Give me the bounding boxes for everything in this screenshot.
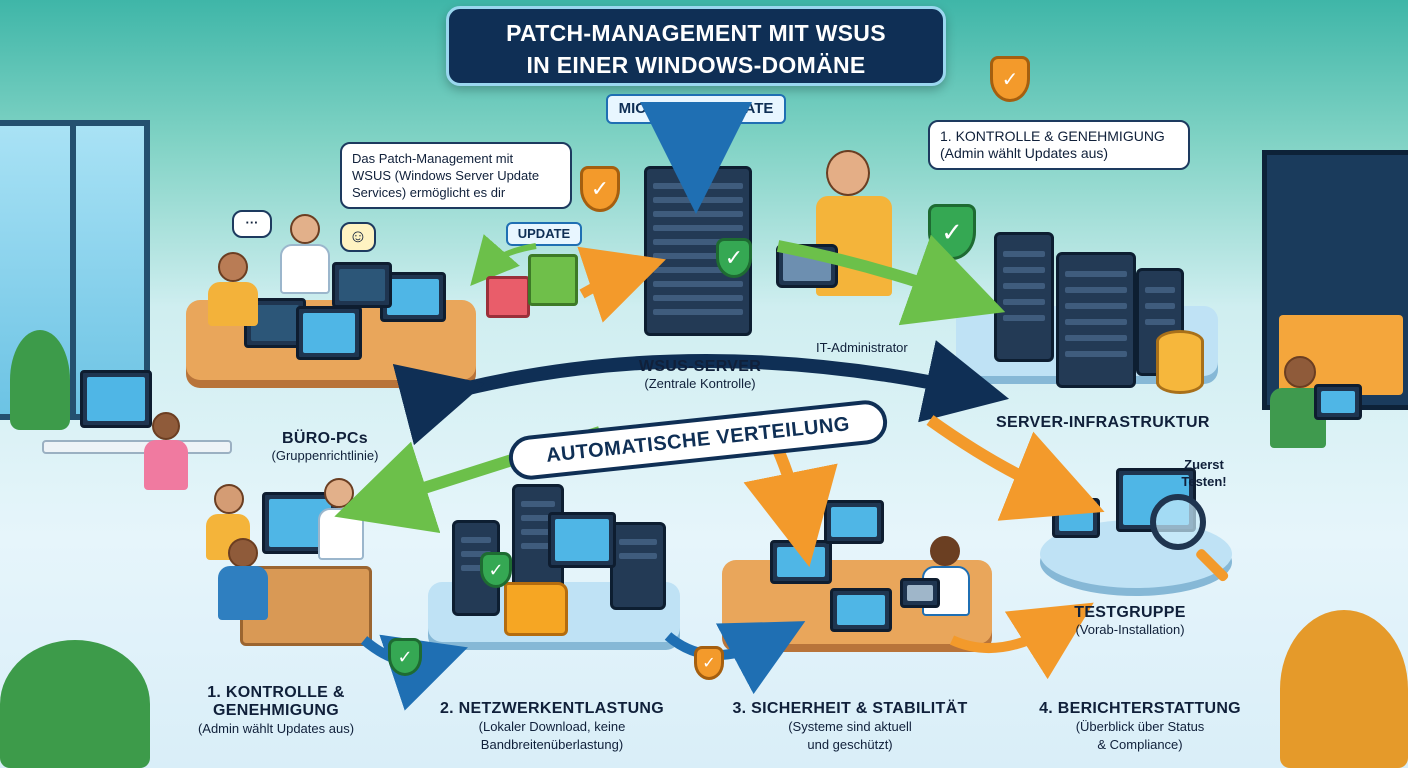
office-worker-1-avatar xyxy=(218,252,248,282)
network-monitor xyxy=(548,512,616,568)
distribution-arc xyxy=(392,340,1010,446)
server-infra-rack-2 xyxy=(1056,252,1136,388)
laptop-technician-avatar xyxy=(930,536,960,566)
benefit-4-title: 4. BERICHTERSTATTUNG xyxy=(1039,700,1241,717)
laptop-3 xyxy=(830,588,892,632)
benefit-3-sub-2: und geschützt) xyxy=(807,737,893,752)
benefit-1-sub-1: (Admin wählt Updates aus) xyxy=(197,721,355,736)
intro-line-1: Das Patch-Management mit xyxy=(352,151,514,166)
zuerst-testen-note: Zuerst Testen! xyxy=(1172,456,1236,490)
benefit-3: 3. SICHERHEIT & STABILITÄT (Systeme sind… xyxy=(730,700,970,754)
testgruppe-title: TESTGRUPPE xyxy=(1074,604,1186,621)
office-worker-1-body xyxy=(208,282,258,326)
intro-line-3: Services) ermöglicht es dir xyxy=(352,185,506,200)
wsus-security-shield-icon: ✓ xyxy=(580,166,620,212)
server-infra-label: SERVER-INFRASTRUKTUR xyxy=(996,414,1210,431)
bottom-check-shield-icon: ✓ xyxy=(388,638,422,676)
office-monitor-4 xyxy=(332,262,392,308)
intro-line-2: WSUS (Windows Server Update xyxy=(352,168,540,183)
control-line-2: (Admin wählt Updates aus) xyxy=(940,145,1109,161)
update-loop-arrow xyxy=(470,234,537,287)
buero-pcs-subtitle: (Gruppenrichtlinie) xyxy=(271,448,379,463)
bottom-office-worker-1-avatar xyxy=(214,484,244,514)
left-desk-monitor xyxy=(80,370,152,428)
control-line-1: 1. KONTROLLE & GENEHMIGUNG xyxy=(940,128,1165,144)
testgruppe-label: TESTGRUPPE (Vorab-Installation) xyxy=(1040,604,1220,637)
wsus-server-label: WSUS-SERVER (Zentrale Kontrolle) xyxy=(610,358,790,391)
plant-bottom-right xyxy=(1280,610,1408,768)
network-check-shield-icon: ✓ xyxy=(480,552,512,588)
benefit-3-sub-1: (Systeme sind aktuell xyxy=(788,719,912,734)
left-desk-worker-body xyxy=(144,440,188,490)
benefit-2-sub-2: Bandbreitenüberlastung) xyxy=(480,737,624,752)
wsus-check-shield-icon: ✓ xyxy=(716,238,752,278)
buero-pcs-title: BÜRO-PCs xyxy=(282,430,368,447)
update-to-wsus-arrow xyxy=(577,246,666,323)
office-monitor-2 xyxy=(296,306,362,360)
benefit-2-sub-1: (Lokaler Download, keine xyxy=(478,719,626,734)
bottom-office-worker-3-body xyxy=(218,566,268,620)
title-line-1: PATCH-MANAGEMENT MIT WSUS xyxy=(506,20,886,46)
update-package-box-2 xyxy=(528,254,578,306)
right-worker-avatar xyxy=(1284,356,1316,388)
it-admin-avatar xyxy=(826,150,870,196)
title-line-2: IN EINER WINDOWS-DOMÄNE xyxy=(526,52,866,78)
benefit-2-title: 2. NETZWERKENTLASTUNG xyxy=(439,700,665,717)
network-server-1 xyxy=(452,520,500,616)
plant-left-desk xyxy=(10,330,70,430)
to-testgruppe-arrow xyxy=(926,415,1105,521)
benefit-4: 4. BERICHTERSTATTUNG (Überblick über Sta… xyxy=(1030,700,1250,754)
benefit-4-sub-2: & Compliance) xyxy=(1097,737,1183,752)
bottom-flow-arrow-3 xyxy=(949,602,1094,680)
database-icon xyxy=(1156,330,1204,394)
update-package-box-1 xyxy=(486,276,530,318)
wsus-to-infra-arrow xyxy=(776,234,1006,326)
it-admin-label: IT-Administrator xyxy=(816,340,908,355)
technician-laptop xyxy=(900,578,940,608)
testgruppe-subtitle: (Vorab-Installation) xyxy=(1075,622,1185,637)
right-worker-laptop xyxy=(1314,384,1362,420)
wsus-server-title: WSUS-SERVER xyxy=(638,358,762,375)
benefit-2: 2. NETZWERKENTLASTUNG (Lokaler Download,… xyxy=(432,700,672,754)
benefit-4-sub-1: (Überblick über Status xyxy=(1075,719,1205,734)
bottom-security-shield-icon: ✓ xyxy=(694,646,724,680)
diagram-title: PATCH-MANAGEMENT MIT WSUS IN EINER WINDO… xyxy=(446,6,946,86)
benefit-3-title: 3. SICHERHEIT & STABILITÄT xyxy=(732,700,968,717)
control-speech-bubble: 1. KONTROLLE & GENEHMIGUNG (Admin wählt … xyxy=(928,120,1190,170)
benefit-1-title-1: 1. KONTROLLE & xyxy=(207,684,345,701)
plant-bottom-left xyxy=(0,640,150,768)
wsus-server-subtitle: (Zentrale Kontrolle) xyxy=(644,376,756,391)
chat-icon: ··· xyxy=(232,210,272,238)
buero-pcs-label: BÜRO-PCs (Gruppenrichtlinie) xyxy=(250,430,400,463)
update-tag: UPDATE xyxy=(506,222,582,246)
intro-speech-bubble: Das Patch-Management mit WSUS (Windows S… xyxy=(340,142,572,209)
zuerst-line: Zuerst xyxy=(1184,457,1224,472)
left-desk-worker-avatar xyxy=(152,412,180,440)
server-infra-rack-3 xyxy=(1136,268,1184,376)
update-folder-icon xyxy=(504,582,568,636)
magnifier-icon xyxy=(1150,494,1206,550)
benefit-1-title-2: GENEHMIGUNG xyxy=(213,702,339,719)
emoji-icon: ☺ xyxy=(340,222,376,252)
office-worker-2-avatar xyxy=(290,214,320,244)
office-worker-2-body xyxy=(280,244,330,294)
top-security-shield-icon: ✓ xyxy=(990,56,1030,102)
benefit-1: 1. KONTROLLE & GENEHMIGUNG (Admin wählt … xyxy=(166,684,386,738)
testen-line: Testen! xyxy=(1181,474,1227,489)
